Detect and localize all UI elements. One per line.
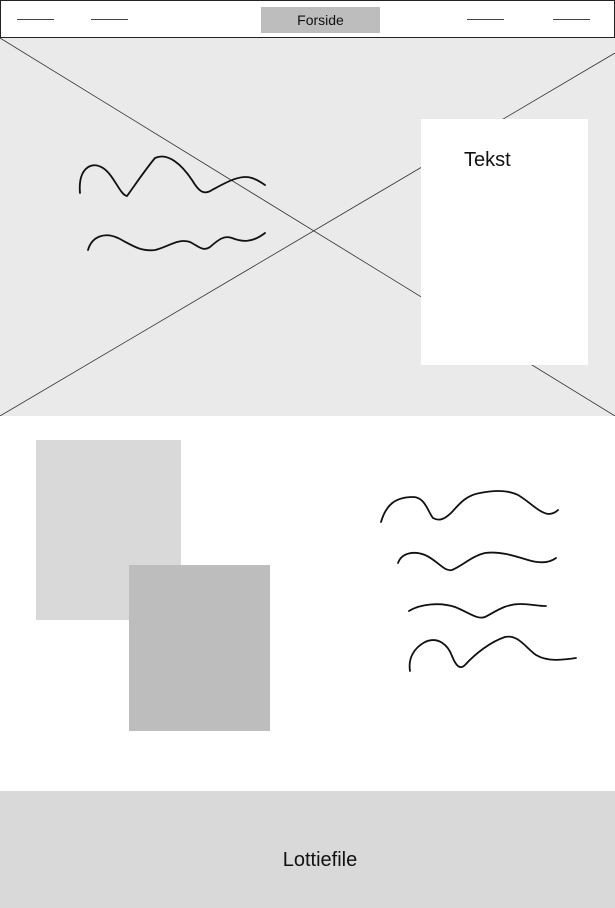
nav-link-placeholder-4[interactable] (553, 19, 590, 20)
footer-lottiefile: Lottiefile (0, 791, 615, 908)
hero-text-card-label: Tekst (464, 149, 511, 171)
hero-image-placeholder: Tekst (0, 38, 615, 416)
content-scribble-3 (408, 603, 547, 619)
content-scribble-2 (397, 551, 557, 572)
nav-link-placeholder-1[interactable] (17, 19, 54, 20)
navbar: Forside (0, 0, 615, 38)
nav-button-forside[interactable]: Forside (261, 7, 380, 33)
image-placeholder-front (129, 565, 270, 731)
footer-label: Lottiefile (282, 849, 358, 871)
nav-link-placeholder-3[interactable] (467, 19, 504, 20)
hero-text-card: Tekst (421, 119, 588, 365)
content-scribble-4 (408, 635, 577, 672)
nav-link-placeholder-2[interactable] (91, 19, 128, 20)
content-scribble-1 (380, 490, 559, 523)
